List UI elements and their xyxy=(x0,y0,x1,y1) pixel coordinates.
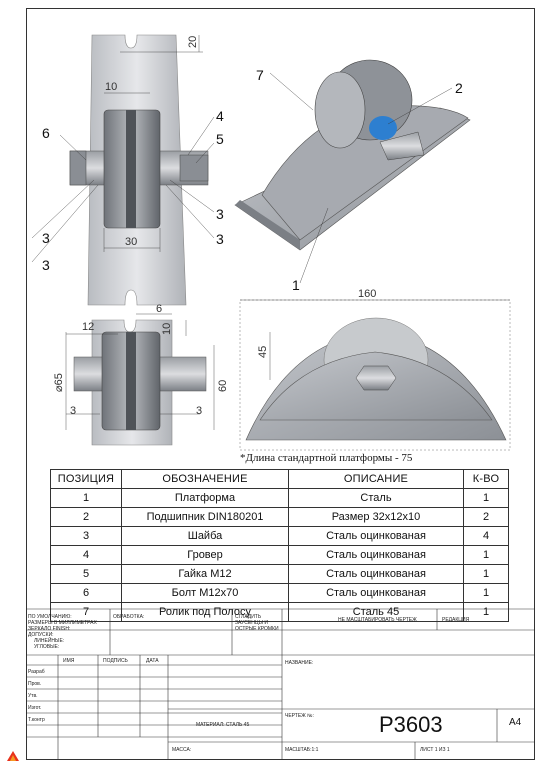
tb-deburr-2: ЗАУСЕНЦЫ И xyxy=(235,620,268,626)
tb-scale: МАСШТАБ:1:1 xyxy=(285,747,319,753)
label-2: 2 xyxy=(455,80,463,96)
tb-defaults-5: ЛИНЕЙНЫЕ: xyxy=(34,638,65,644)
dim-20: 20 xyxy=(187,36,199,48)
dim-160: 160 xyxy=(358,288,376,300)
tb-dwg-no-label: ЧЕРТЕЖ №: xyxy=(285,713,314,719)
tb-material: МАТЕРИАЛ: СТАЛЬ 45 xyxy=(196,722,250,728)
label-3c: 3 xyxy=(216,206,224,222)
dim-60: 60 xyxy=(217,380,229,392)
end-view xyxy=(239,299,511,451)
tb-row-qa: Т.контр xyxy=(28,717,45,723)
dim-12: 12 xyxy=(82,321,94,333)
label-4: 4 xyxy=(216,108,224,124)
label-3a: 3 xyxy=(42,230,50,246)
side-view xyxy=(65,313,215,446)
tb-defaults-4: ДОПУСКИ: xyxy=(28,632,54,638)
dim-6: 6 xyxy=(156,303,162,315)
cell-description: Сталь оцинкованая xyxy=(288,526,464,546)
tb-deburr-3: ОСТРЫЕ КРОМКИ xyxy=(235,626,279,632)
dim-10-top: 10 xyxy=(105,81,117,93)
tb-sheet: ЛИСТ 1 ИЗ 1 xyxy=(420,747,450,753)
label-3b: 3 xyxy=(42,257,50,273)
tb-col-name: ИМЯ xyxy=(63,658,75,664)
tb-col-date: ДАТА xyxy=(146,658,159,664)
front-view xyxy=(31,34,215,306)
label-3d: 3 xyxy=(216,231,224,247)
tb-size: A4 xyxy=(509,717,522,728)
tb-no-scale: НЕ МАСШТАБИРОВАТЬ ЧЕРТЕЖ xyxy=(338,617,417,623)
tb-col-sign: ПОДПИСЬ xyxy=(103,658,128,664)
tb-deburr-1: СГЛАДИТЬ xyxy=(235,614,262,620)
dim-3-left: 3 xyxy=(70,405,76,417)
tb-revision: РЕДАКЦИЯ xyxy=(442,617,470,623)
tb-name-label: НАЗВАНИЕ: xyxy=(285,660,314,666)
dim-10-side: 10 xyxy=(161,323,173,335)
col-description: ОПИСАНИЕ xyxy=(288,469,464,489)
cell-description: Сталь оцинкованая xyxy=(288,583,464,603)
tb-defaults-6: УГЛОВЫЕ: xyxy=(34,644,60,650)
label-6: 6 xyxy=(42,125,50,141)
label-1: 1 xyxy=(292,277,300,293)
cell-description: Сталь оцинкованая xyxy=(288,545,464,565)
cell-qty: 1 xyxy=(463,602,509,622)
label-5: 5 xyxy=(216,131,224,147)
label-7: 7 xyxy=(256,67,264,83)
table-header-row: ПОЗИЦИЯ ОБОЗНАЧЕНИЕ ОПИСАНИЕ К-ВО xyxy=(50,469,509,489)
dim-30: 30 xyxy=(125,236,137,248)
tb-row-mfg: Изгот. xyxy=(28,705,42,711)
cell-designation: Подшипник DIN180201 xyxy=(121,507,289,527)
dim-3-right: 3 xyxy=(196,405,202,417)
drawing-sheet xyxy=(26,8,535,760)
tb-mass: МАССА: xyxy=(172,747,192,753)
tb-defaults-2: РАЗМЕРЫ В МИЛЛИМЕТРАХ xyxy=(28,620,97,626)
tb-defaults-3: ЗЕРКАЛО FINISH: xyxy=(28,626,71,632)
tb-row-check: Пров. xyxy=(28,681,42,687)
tb-defaults-1: ПО УМОЛЧАНИЮ: xyxy=(28,614,72,620)
tb-finish: ОБРАБОТКА: xyxy=(113,614,145,620)
dim-65: ⌀65 xyxy=(53,373,65,392)
tb-row-approve: Утв. xyxy=(28,693,38,699)
tb-row-dev: Разраб xyxy=(28,669,45,675)
isometric-view xyxy=(234,59,471,284)
logo-icon xyxy=(7,751,19,761)
dim-45: 45 xyxy=(257,346,269,358)
platform-note: *Длина стандартной платформы - 75 xyxy=(240,452,413,464)
drawing-number: P3603 xyxy=(379,712,443,737)
